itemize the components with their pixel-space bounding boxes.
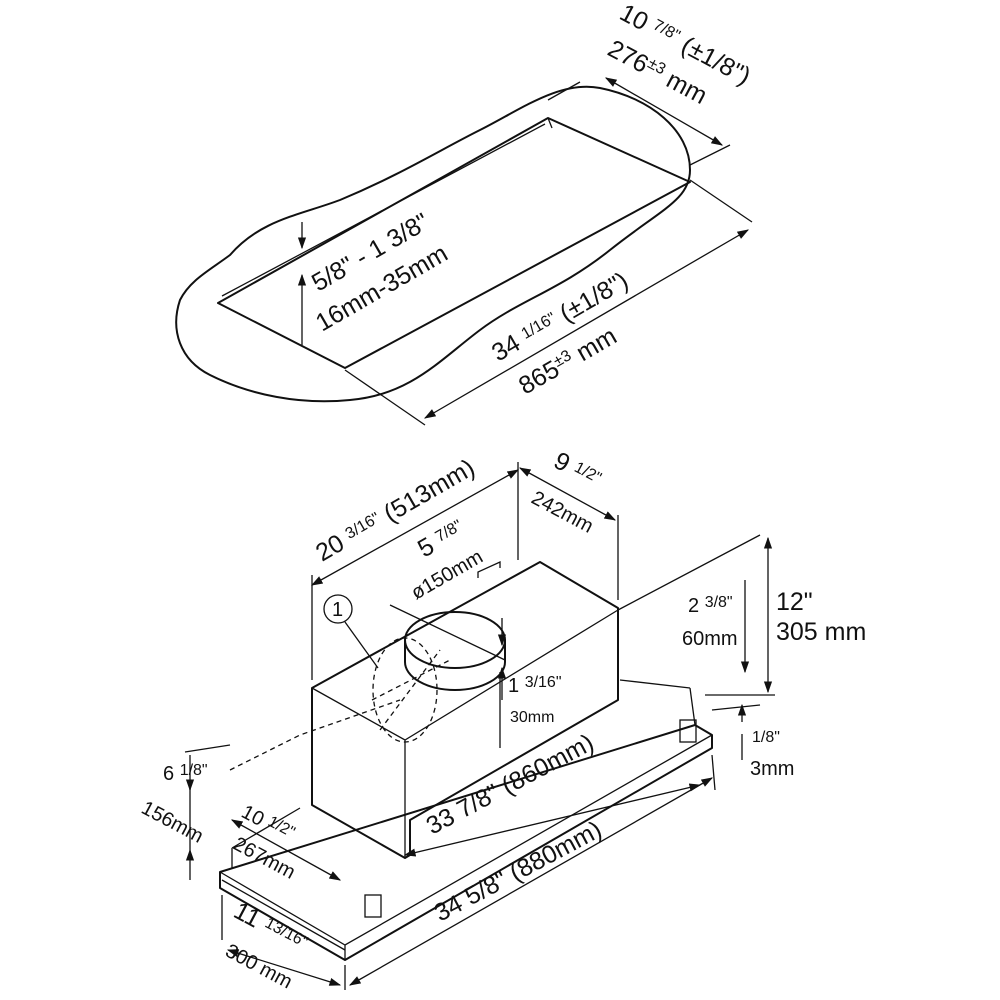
front-height-mm: 156mm <box>138 797 207 848</box>
cutout-opening <box>217 117 691 369</box>
hood-dimension-lines <box>184 462 775 990</box>
mounting-bracket <box>364 894 382 918</box>
lip-mm: 3mm <box>750 758 794 780</box>
motor-width: 20 3/16" (513mm) <box>311 454 480 568</box>
callout-number: 1 <box>332 599 343 621</box>
duct-collar <box>404 611 506 669</box>
panel-depth-mm: 300 mm <box>222 940 296 993</box>
front-height-inches: 6 1/8" <box>163 762 208 785</box>
height-inches: 12" <box>776 588 813 616</box>
duct-diameter-mm: ø150mm <box>408 546 487 605</box>
callout-circle <box>323 594 353 624</box>
motor-depth-mm: 242mm <box>528 487 597 538</box>
collar-height-mm: 60mm <box>682 628 738 650</box>
panel-width: 34 5/8" (880mm) <box>430 816 607 928</box>
mounting-bracket <box>679 719 697 743</box>
height-mm: 305 mm <box>776 618 866 646</box>
collar-height-inches: 2 3/8" <box>688 594 733 617</box>
duct-offset-inches: 1 3/16" <box>508 674 562 697</box>
body-width: 33 7/8" (860mm) <box>422 729 599 841</box>
hood-panel <box>219 724 713 961</box>
lip-inches: 1/8" <box>752 729 780 746</box>
cutout-dimension-lines <box>297 77 753 426</box>
motor-depth-inches: 9 1/2" <box>549 447 605 495</box>
duct-offset-mm: 30mm <box>510 709 554 726</box>
